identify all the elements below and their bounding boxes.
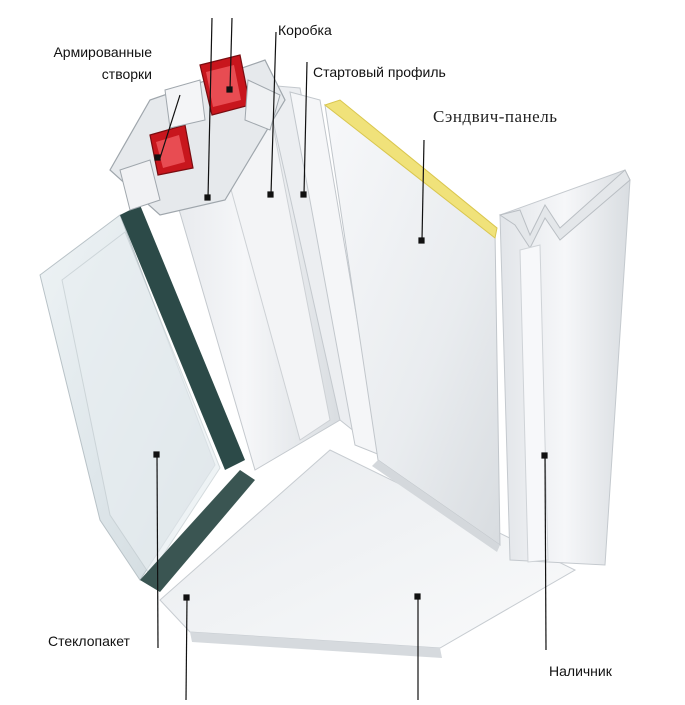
sandwich-panel-edge — [323, 99, 498, 239]
label-reinforced-sashes-line1: Армированные — [53, 44, 152, 60]
sandwich-panel — [323, 99, 501, 552]
bottom-panel — [159, 449, 577, 658]
label-start-profile: Стартовый профиль — [313, 64, 446, 80]
leader-lines — [153, 17, 548, 701]
trim-profile — [498, 169, 631, 566]
glass-spacer — [120, 205, 245, 470]
label-trim: Наличник — [549, 663, 612, 679]
label-glass-unit: Стеклопакет — [48, 633, 130, 649]
glass-unit — [39, 205, 255, 592]
sash-cross-section — [109, 54, 286, 216]
label-box: Коробка — [278, 22, 332, 38]
label-reinforced-sashes: Армированные створки — [20, 44, 152, 82]
label-sandwich-panel: Сэндвич-панель — [433, 107, 558, 126]
label-reinforced-sashes-line2: створки — [101, 66, 152, 82]
glass-spacer-bottom — [140, 470, 255, 592]
